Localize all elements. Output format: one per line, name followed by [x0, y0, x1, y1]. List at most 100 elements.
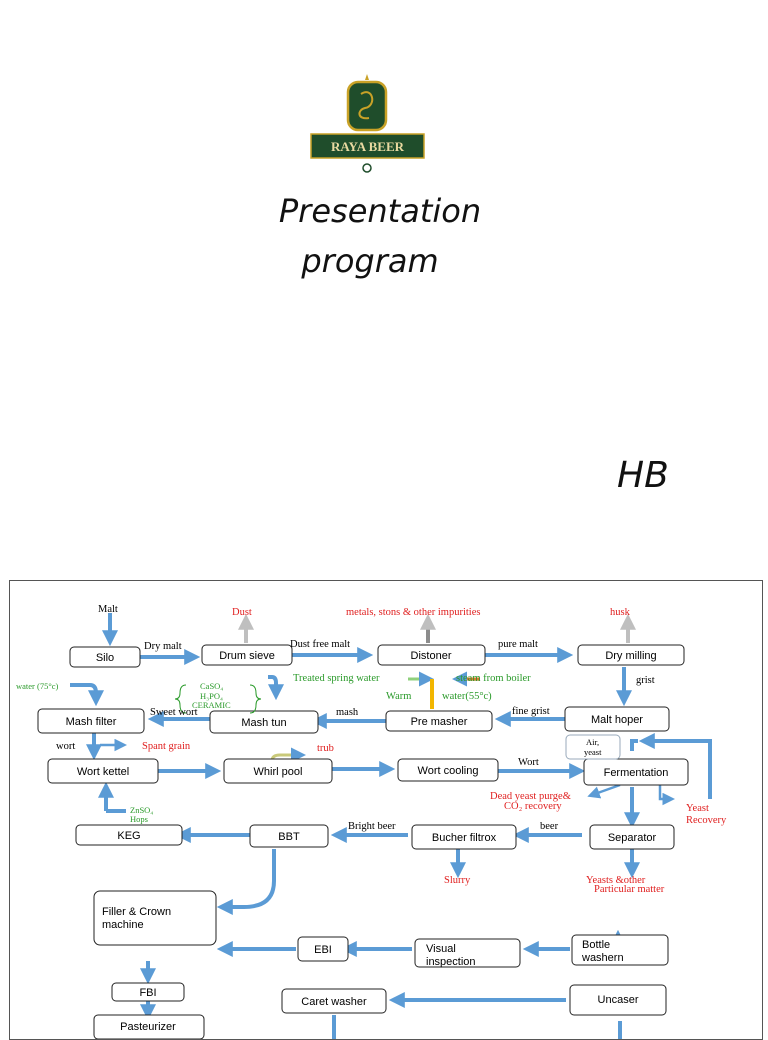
node-caret-box	[281, 988, 387, 1014]
label-beer: beer	[540, 821, 559, 832]
arrow-yeast-recovery-loop	[638, 733, 712, 799]
node-mash-tun: Mash tun	[241, 717, 286, 729]
air-yeast-box	[565, 734, 621, 760]
node-bottle-box	[571, 934, 669, 966]
node-bottle-line1: Bottle	[582, 939, 610, 951]
brewing-process-diagram: Silo Drum sieve Distoner Dry milling Mas…	[9, 580, 763, 1040]
node-separator-box	[589, 824, 675, 850]
process-nodes	[37, 644, 689, 1039]
label-dry-malt: Dry malt	[144, 641, 182, 652]
node-keg: KEG	[117, 830, 140, 842]
node-whirl-pool-box	[223, 758, 333, 784]
logo-crest-tip	[365, 74, 369, 80]
title-line-2: program	[301, 242, 439, 280]
node-distoner: Distoner	[411, 650, 452, 662]
node-visual-line2: inspection	[426, 956, 476, 968]
green-treated-water: Treated spring water	[293, 673, 380, 684]
node-ebi: EBI	[314, 944, 332, 956]
logo-text: RAYA BEER	[331, 139, 405, 154]
red-dust: Dust	[232, 607, 252, 618]
arrow-bbt-filler	[216, 849, 276, 915]
arrow-yeast-recovery	[658, 785, 675, 806]
node-caret-washer: Caret washer	[301, 996, 367, 1008]
label-grist: grist	[636, 675, 655, 686]
arrow-water-filter	[70, 683, 104, 707]
node-fbi: FBI	[139, 987, 156, 999]
node-malt-hoper: Malt hoper	[591, 714, 643, 726]
node-visual-box	[414, 938, 521, 968]
node-malt-hoper-box	[564, 706, 670, 732]
node-bbt-box	[249, 824, 329, 848]
green-caso4: CaSO₄	[200, 681, 223, 691]
author-initials: HB	[617, 455, 669, 496]
title-line-1: Presentation	[278, 192, 482, 230]
raya-beer-logo: RAYA BEER	[310, 74, 425, 173]
node-separator: Separator	[608, 832, 657, 844]
logo-banner	[310, 133, 425, 159]
logo-shield	[346, 80, 388, 132]
node-filler-line1: Filler & Crown	[102, 906, 171, 918]
red-spant-grain: Spant grain	[142, 741, 191, 752]
label-air: Air,	[586, 737, 599, 747]
node-drum-sieve-box	[201, 644, 293, 666]
node-bucher-filtrox: Bucher filtrox	[432, 832, 497, 844]
logo-emblem	[362, 163, 372, 173]
node-visual-line1: Visual	[426, 943, 456, 955]
node-drum-sieve: Drum sieve	[219, 650, 275, 662]
node-bottle-line2: washern	[581, 952, 624, 964]
arrow-air-stem	[630, 739, 638, 751]
node-mash-filter-box	[37, 708, 145, 734]
node-silo: Silo	[96, 652, 114, 664]
flow-canvas: Silo Drum sieve Distoner Dry milling Mas…	[16, 604, 727, 1039]
label-malt: Malt	[98, 604, 118, 615]
node-uncaser: Uncaser	[598, 994, 639, 1006]
node-pasteurizer: Pasteurizer	[120, 1021, 176, 1033]
red-husk: husk	[610, 607, 631, 618]
red-impurities: metals, stons & other impurities	[346, 607, 480, 618]
arrow-additives-mashtun	[268, 675, 284, 701]
removal-arrows	[238, 613, 636, 643]
label-fine-grist: fine grist	[512, 706, 550, 717]
node-fbi-box	[111, 982, 185, 1002]
node-pre-masher-box	[385, 710, 493, 732]
red-yeasts-other: Yeasts &other	[586, 875, 646, 886]
node-wort-kettel: Wort kettel	[77, 766, 129, 778]
green-h3po4: H₃PO₄	[200, 691, 223, 701]
node-dry-milling: Dry milling	[605, 650, 656, 662]
label-dust-free-malt: Dust free malt	[290, 639, 350, 650]
node-wort-kettel-box	[47, 758, 159, 784]
node-fermentation: Fermentation	[604, 767, 669, 779]
label-wort-lower: wort	[56, 741, 75, 752]
node-uncaser-box	[569, 984, 667, 1016]
red-slurry: Slurry	[444, 875, 471, 886]
node-silo-box	[69, 646, 141, 668]
node-bbt: BBT	[278, 831, 300, 843]
node-filler-box	[93, 890, 217, 946]
label-bright-beer: Bright beer	[348, 821, 396, 832]
logo-monogram	[358, 91, 374, 120]
label-sweet-wort: Sweet wort	[150, 707, 198, 718]
node-fermentation-box	[583, 758, 689, 786]
title-slide: RAYA BEER Presentation program HB	[278, 74, 669, 496]
red-dead-yeast-2: CO₂ recovery	[504, 801, 562, 812]
node-whirl-pool: Whirl pool	[254, 766, 303, 778]
node-bucher-filtrox-box	[411, 824, 517, 850]
green-water-75: water (75°c)	[16, 681, 59, 691]
additives-brace	[174, 684, 187, 714]
label-mash: mash	[336, 707, 359, 718]
label-warm: Warm	[386, 691, 411, 702]
node-dry-milling-box	[577, 644, 685, 666]
red-trub: trub	[317, 743, 334, 754]
flow-arrows	[70, 613, 712, 1039]
red-recovery: Recovery	[686, 815, 727, 826]
label-wort-upper: Wort	[518, 757, 539, 768]
node-filler-line2: machine	[102, 919, 144, 931]
red-dead-yeast-1: Dead yeast purge&	[490, 791, 571, 802]
red-yeast: Yeast	[686, 803, 709, 814]
node-keg-box	[75, 824, 183, 846]
node-mash-tun-box	[209, 710, 319, 734]
node-pre-masher: Pre masher	[411, 716, 468, 728]
arrow-dead-yeast	[587, 783, 621, 799]
node-wort-cooling-box	[397, 758, 499, 782]
red-particular-matter: Particular matter	[594, 884, 665, 895]
